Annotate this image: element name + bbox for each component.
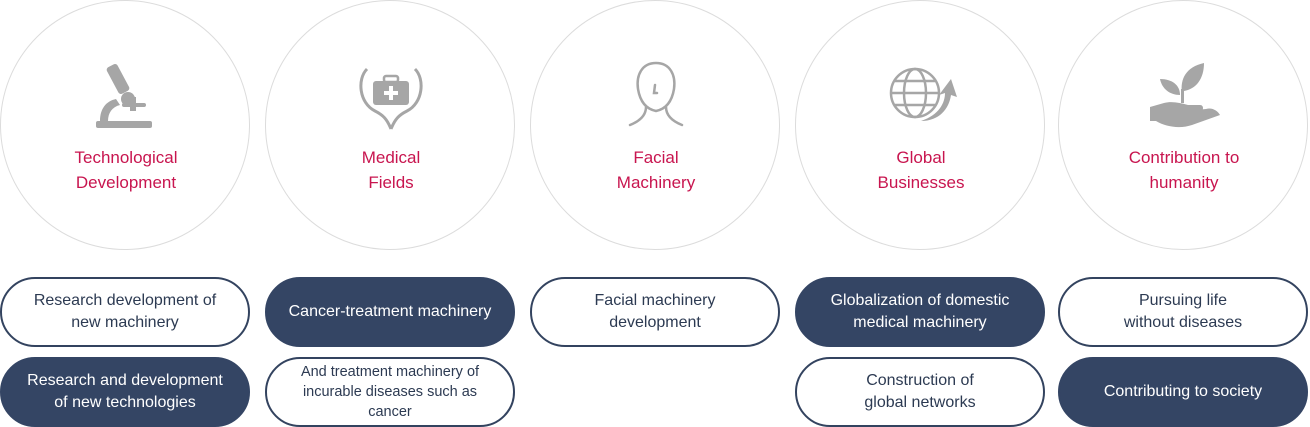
category-circle: Medical Fields: [265, 0, 515, 250]
column-medical-fields: Medical Fields Cancer-treatment machiner…: [265, 0, 517, 427]
column-facial-machinery: Facial Machinery Facial machinery develo…: [530, 0, 782, 427]
category-title: Global Businesses: [877, 148, 965, 192]
category-circle: Facial Machinery: [530, 0, 780, 250]
feature-pill[interactable]: Contributing to society: [1058, 357, 1308, 427]
feature-pill[interactable]: Pursuing life without diseases: [1058, 277, 1308, 347]
category-title: Contribution to humanity: [1128, 148, 1240, 192]
globe-arrow-icon: [889, 67, 957, 121]
category-circle: Technological Development: [0, 0, 250, 250]
feature-pill[interactable]: Research development of new machinery: [0, 277, 250, 347]
category-circle: Global Businesses: [795, 0, 1045, 250]
feature-pill[interactable]: Globalization of domestic medical machin…: [795, 277, 1045, 347]
microscope-icon: [96, 63, 152, 128]
feature-pill[interactable]: Research and development of new technolo…: [0, 357, 250, 427]
category-title: Technological Development: [74, 148, 178, 192]
column-technological-development: Technological Development Research devel…: [0, 0, 252, 427]
hand-sprout-icon: [1150, 63, 1220, 128]
column-contribution-to-humanity: Contribution to humanity Pursuing life w…: [1058, 0, 1310, 427]
feature-pill[interactable]: Construction of global networks: [795, 357, 1045, 427]
column-global-businesses: Global Businesses Globalization of domes…: [795, 0, 1047, 427]
feature-pill[interactable]: Facial machinery development: [530, 277, 780, 347]
face-icon: [628, 61, 684, 127]
feature-pill[interactable]: And treatment machinery of incurable dis…: [265, 357, 515, 427]
feature-pill[interactable]: Cancer-treatment machinery: [265, 277, 515, 347]
medical-kit-icon: [359, 67, 423, 130]
category-circle: Contribution to humanity: [1058, 0, 1308, 250]
category-title: Medical Fields: [361, 148, 421, 192]
category-title: Facial Machinery: [616, 148, 696, 192]
